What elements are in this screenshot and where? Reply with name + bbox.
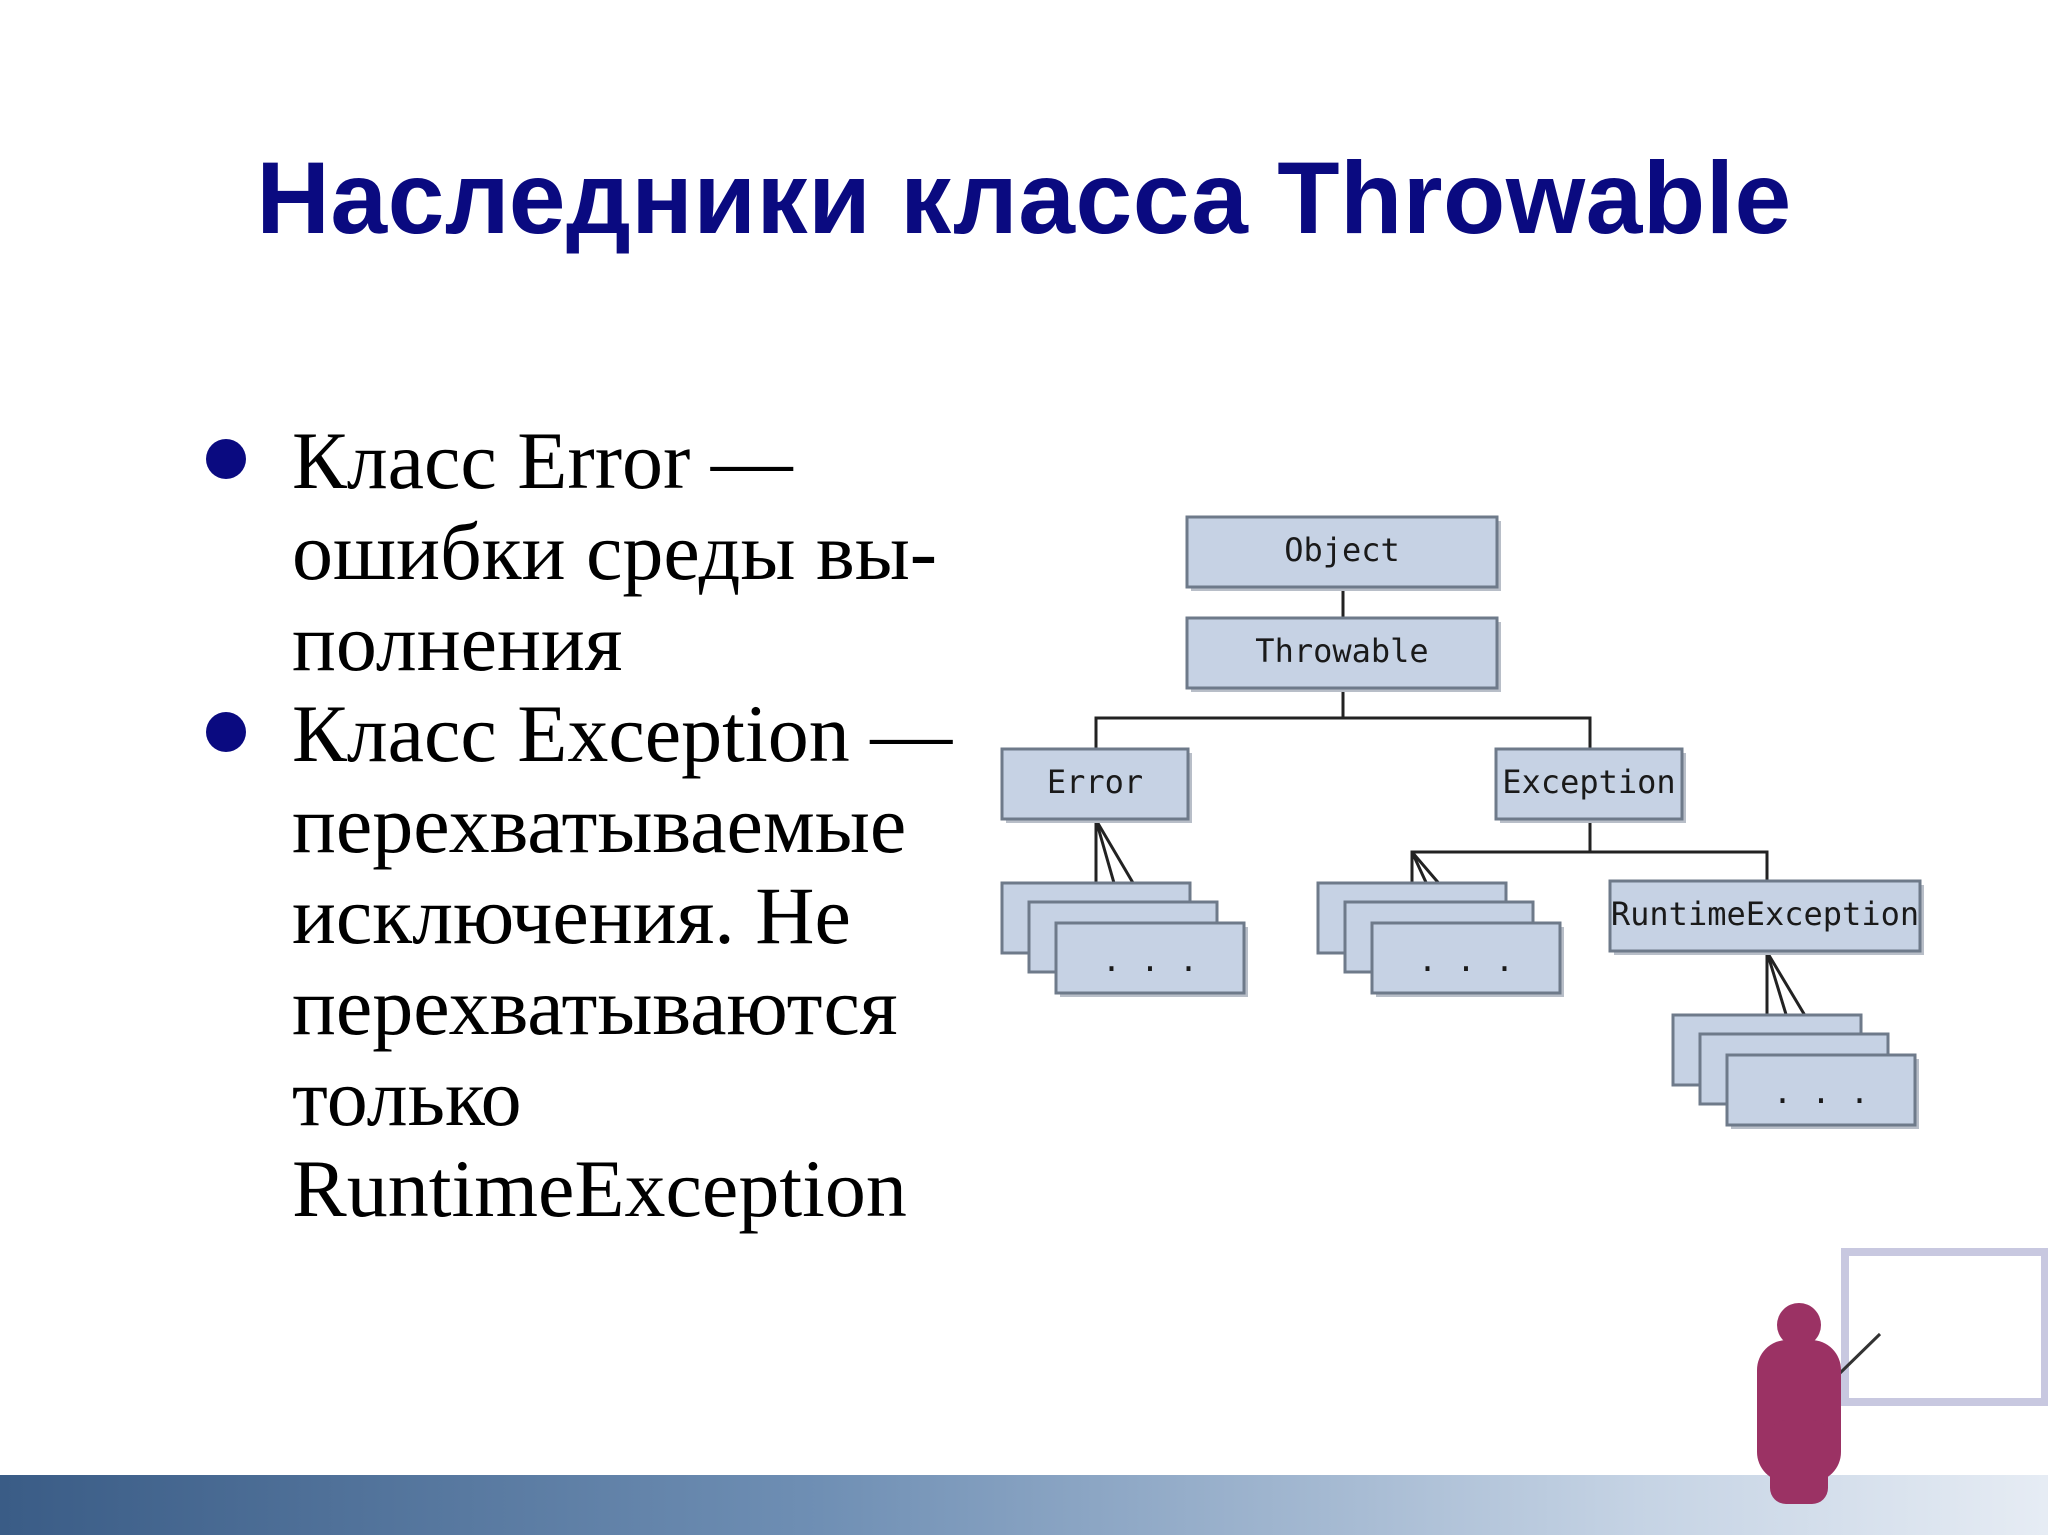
node-error-children: . . .	[1000, 881, 1248, 997]
node-object: Object	[1185, 515, 1501, 591]
node-runtime-children-label: . . .	[1773, 1073, 1869, 1111]
bullet-line: ошибки среды вы-	[292, 506, 938, 597]
node-error-children-label: . . .	[1102, 941, 1198, 979]
node-throwable: Throwable	[1185, 616, 1501, 692]
board-icon	[1841, 1248, 2048, 1406]
bullet-line: только	[292, 1052, 522, 1143]
bullet-line: полнения	[292, 597, 623, 688]
node-error-label: Error	[1047, 763, 1143, 801]
node-exception: Exception	[1494, 747, 1686, 823]
bullet-line: Класс Exception —	[292, 688, 953, 779]
bullet-line: перехватываются	[292, 961, 898, 1052]
presenter-head-icon	[1777, 1303, 1821, 1347]
node-exception-label: Exception	[1502, 763, 1675, 801]
bullet-dot-icon	[206, 439, 246, 479]
bullet-list: Класс Error — ошибки среды вы- полнения …	[200, 415, 980, 1234]
bullet-item: Класс Exception — перехватываемые исключ…	[200, 688, 980, 1234]
node-exception-children: . . .	[1316, 881, 1564, 997]
node-runtime-exception-label: RuntimeException	[1611, 895, 1919, 933]
node-runtime-children: . . .	[1671, 1013, 1919, 1129]
node-exception-children-label: . . .	[1418, 941, 1514, 979]
node-runtime-exception: RuntimeException	[1608, 879, 1924, 955]
pointer-icon	[1836, 1332, 1882, 1377]
bullet-line: RuntimeException	[292, 1143, 907, 1234]
presenter-legs-icon	[1770, 1420, 1828, 1504]
node-object-label: Object	[1284, 531, 1400, 569]
bullet-line: исключения. Не	[292, 870, 851, 961]
bullet-dot-icon	[206, 712, 246, 752]
bullet-item: Класс Error — ошибки среды вы- полнения	[200, 415, 980, 688]
bottom-decor-bar	[0, 1475, 2048, 1535]
node-error: Error	[1000, 747, 1192, 823]
bullet-line: Класс Error —	[292, 415, 793, 506]
slide-title: Наследники класса Throwable	[256, 141, 1792, 255]
bullet-line: перехватываемые	[292, 779, 907, 870]
node-throwable-label: Throwable	[1255, 632, 1428, 670]
